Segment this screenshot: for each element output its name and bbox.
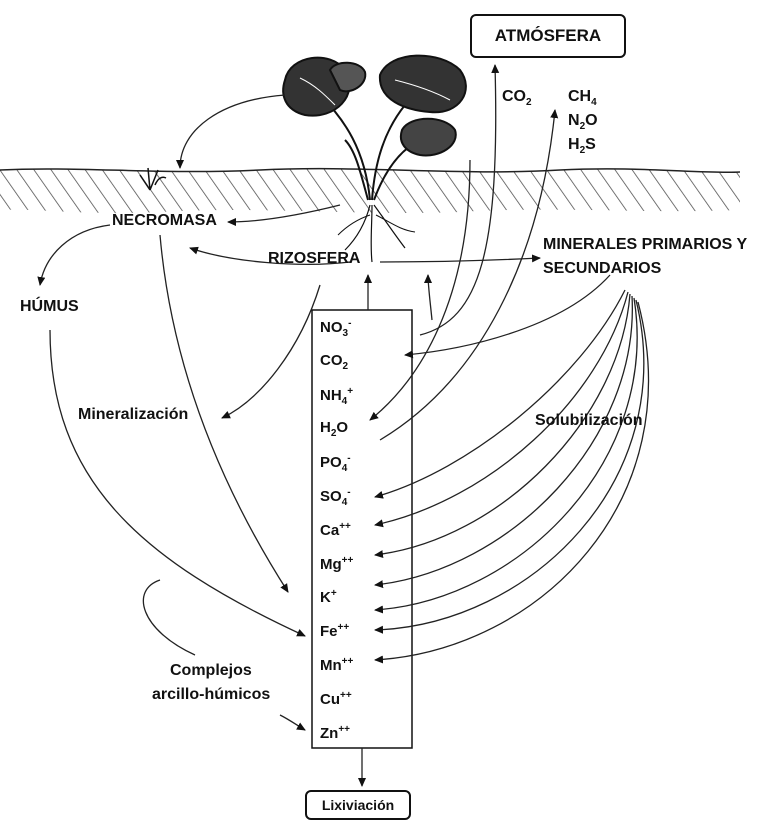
minerales-label-line1: MINERALES PRIMARIOS Y	[543, 236, 747, 254]
ion-symbol: SO	[320, 488, 342, 505]
ion-charge: ++	[342, 555, 354, 566]
ion-symbol: K	[320, 589, 331, 606]
ion-charge: ++	[340, 690, 352, 701]
ion-symbol: H	[320, 419, 331, 436]
co2-gas-label: CO2	[502, 88, 532, 108]
solubilizacion-label: Solubilización	[535, 412, 643, 430]
ion-item: Ca++	[320, 521, 351, 539]
ion-item: NH4+	[320, 386, 353, 407]
atmosfera-box: ATMÓSFERA	[470, 14, 626, 58]
ion-symbol: NO	[320, 319, 343, 336]
ion-charge: -	[347, 453, 350, 464]
ion-charge: ++	[338, 622, 350, 633]
rizosfera-label: RIZOSFERA	[268, 250, 360, 268]
ion-symbol: Ca	[320, 522, 339, 539]
ion-item: SO4-	[320, 487, 351, 508]
ion-symbol: Zn	[320, 725, 338, 742]
ion-item: NO3-	[320, 318, 351, 339]
ion-item: Cu++	[320, 690, 352, 708]
ion-symbol: PO	[320, 454, 342, 471]
ion-symbol: Mg	[320, 556, 342, 573]
ion-charge: +	[347, 386, 353, 397]
ion-item: Mg++	[320, 555, 353, 573]
ion-item: PO4-	[320, 453, 351, 474]
ion-charge: ++	[342, 656, 354, 667]
lixiviacion-box: Lixiviación	[305, 790, 411, 820]
ion-symbol: Mn	[320, 657, 342, 674]
ion-subscript: 4	[342, 463, 348, 474]
ion-subscript: 4	[342, 497, 348, 508]
complejos-label-line2: arcillo-húmicos	[152, 686, 270, 704]
ion-charge: -	[348, 318, 351, 329]
necromasa-label: NECROMASA	[112, 212, 217, 230]
ion-charge: ++	[338, 724, 350, 735]
ion-charge: -	[347, 487, 350, 498]
mineralizacion-label: Mineralización	[78, 406, 188, 424]
minerales-label-line2: SECUNDARIOS	[543, 260, 661, 278]
ion-item: CO2	[320, 352, 348, 372]
ion-item: Zn++	[320, 724, 350, 742]
ion-subscript: 4	[342, 396, 348, 407]
ion-symbol: Fe	[320, 623, 338, 640]
ch4-gas-label: CH4	[568, 88, 597, 108]
ion-item: Mn++	[320, 656, 353, 674]
ion-item: H2O	[320, 419, 348, 439]
h2s-gas-label: H2S	[568, 136, 596, 156]
ion-charge: +	[331, 588, 337, 599]
ion-item: Fe++	[320, 622, 349, 640]
humus-label: HÚMUS	[20, 298, 79, 316]
n2o-gas-label: N2O	[568, 112, 598, 132]
ion-symbol: Cu	[320, 691, 340, 708]
ion-subscript: 3	[343, 328, 349, 339]
ion-subscript: 2	[343, 361, 349, 372]
ion-item: K+	[320, 588, 337, 606]
ion-suffix: O	[336, 419, 348, 436]
complejos-label-line1: Complejos	[170, 662, 252, 680]
ion-symbol: CO	[320, 352, 343, 369]
ion-charge: ++	[339, 521, 351, 532]
ion-symbol: NH	[320, 387, 342, 404]
plant-illustration	[283, 56, 466, 262]
